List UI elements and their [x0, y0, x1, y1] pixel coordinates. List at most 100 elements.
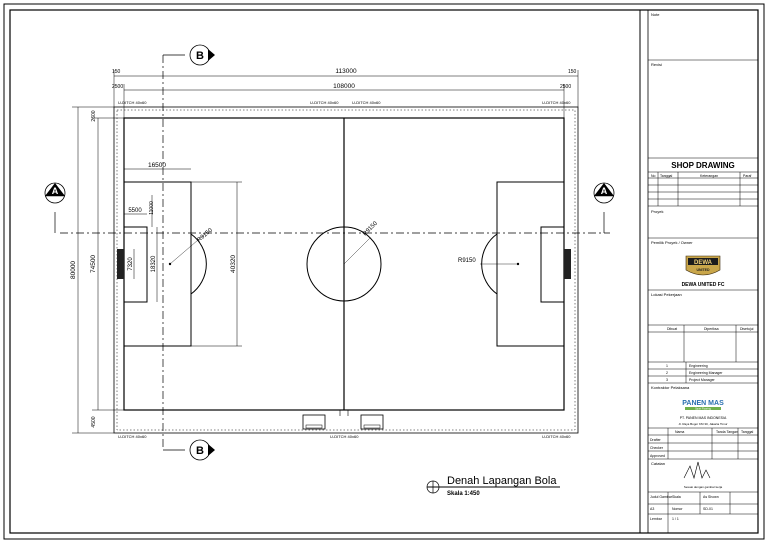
- logo-text-united: UNITED: [696, 268, 710, 272]
- tb-approval-h3: Tanggal: [741, 430, 753, 434]
- tb-row3-b: Project Manager: [689, 378, 716, 382]
- tb-contractor-name: PT. PANEN MAS INDONESIA: [680, 416, 727, 420]
- tb-info-3b: 1 / 1: [672, 517, 679, 521]
- title-block-texts: Note Revisi SHOP DRAWING No Tanggal Kete…: [650, 12, 754, 521]
- left-goal: [117, 249, 124, 279]
- tb-row1-a: 1: [666, 364, 668, 368]
- tb-row2-a: 2: [666, 371, 668, 375]
- inner-frame: [9, 9, 759, 534]
- section-marker-left: A: [44, 182, 66, 204]
- dim-top-right-margin: 150: [568, 69, 577, 75]
- tb-info-1a: Judul Gambar: [650, 495, 673, 499]
- dim-top-right-inner-margin: 2500: [560, 84, 571, 90]
- dim-small-label: 11000: [149, 201, 155, 215]
- dim-top-left-margin: 150: [112, 69, 121, 75]
- section-marker-right: A: [593, 182, 615, 204]
- ditch-label-top-mid-left: U-DITCH 40x60: [310, 100, 339, 105]
- dugout-right-bench: [363, 424, 381, 429]
- ditch-label-bottom-left: U-DITCH 40x60: [118, 434, 147, 439]
- right-goal-area: [540, 226, 565, 303]
- tb-project-label: Proyek: [651, 209, 663, 214]
- section-marker-top: B: [189, 44, 215, 66]
- tb-rev-sign: Paraf: [743, 174, 751, 178]
- logo-band: [688, 258, 718, 265]
- tb-approval-r3: Approved: [650, 454, 665, 458]
- tb-revision-label: Revisi: [651, 62, 662, 67]
- marker-right-arrow: [594, 183, 614, 196]
- center-radius-line: [343, 237, 371, 265]
- dugout-left: [302, 414, 326, 430]
- dugout-left-bench: [305, 424, 323, 429]
- marker-left-arrow: [45, 183, 65, 196]
- tb-info-2b: Nomor: [672, 507, 683, 511]
- contractor-tagline: Sport Flooring: [695, 408, 711, 411]
- tb-info-2a: A3: [650, 507, 654, 511]
- right-goal: [564, 249, 571, 279]
- tb-approval-r1: Drafter: [650, 438, 662, 442]
- tb-approval-h2: Tanda Tangan: [716, 430, 738, 434]
- tb-approval-r2: Checker: [650, 446, 664, 450]
- field-outer-boundary: [113, 106, 579, 434]
- dimension-lines: [72, 70, 579, 434]
- marker-bottom-arrow: [208, 444, 215, 456]
- dim-left-bottom-margin: 4500: [91, 416, 97, 427]
- left-penalty-arc: [190, 233, 207, 295]
- tb-info-1c: As Shown: [703, 495, 719, 499]
- ditch-label-top-left: U-DITCH 40x60: [118, 100, 147, 105]
- tb-info-3a: Lembar: [650, 517, 663, 521]
- tb-note-label: Note: [651, 12, 660, 17]
- center-circle: [306, 226, 382, 302]
- tb-contractor-address: Jl. Raya Bogor KM 30, Jakarta Timur: [678, 422, 727, 426]
- tb-info-2c: SD-01: [703, 507, 713, 511]
- tb-owner-label: Pemilik Proyek / Owner: [651, 240, 693, 245]
- dim-right-arc-radius: R9150: [458, 258, 476, 264]
- tb-row1-b: Engineering: [689, 364, 708, 368]
- dim-left-inner: 74500: [90, 255, 97, 273]
- dim-left-total: 80000: [70, 261, 77, 279]
- ditch-label-bottom-center: U-DITCH 40x60: [330, 434, 359, 439]
- dugout-right: [360, 414, 384, 430]
- dim-left-top-margin: 2600: [91, 110, 97, 121]
- ditch-label-group: U-DITCH 40x60 U-DITCH 40x60 U-DITCH 40x6…: [118, 100, 571, 439]
- ditch-label-top-right: U-DITCH 40x60: [542, 100, 571, 105]
- section-marker-top-label: B: [196, 50, 204, 62]
- tb-rev-desc: Keterangan: [700, 174, 718, 178]
- dim-goal-height: 7320: [128, 257, 134, 271]
- drawing-title-block: Denah Lapangan Bola Skala 1:450: [426, 475, 560, 497]
- dim-center-circle-radius: R9150: [362, 220, 379, 237]
- dim-top-left-inner-margin: 2500: [112, 84, 123, 90]
- u-ditch-line: [116, 109, 576, 431]
- left-arc-radius-line: [169, 233, 206, 265]
- marker-top-arrow: [208, 49, 215, 61]
- tb-table-h2: Diperiksa: [704, 327, 719, 331]
- tb-shop-drawing: SHOP DRAWING: [671, 161, 734, 170]
- drawing-scale: Skala 1:450: [447, 491, 480, 497]
- tb-rev-date: Tanggal: [660, 174, 672, 178]
- signature-path: [683, 461, 711, 480]
- tb-owner-name: DEWA UNITED FC: [682, 282, 725, 288]
- tb-sign-label: Catatan: [651, 461, 665, 466]
- tb-approval-h1: Nama: [675, 430, 684, 434]
- dim-goal-area-width: 5500: [128, 208, 142, 214]
- tb-row2-b: Engineering Manager: [689, 371, 723, 375]
- drawing-title: Denah Lapangan Bola: [447, 475, 557, 487]
- tb-table-h3: Disetujui: [740, 327, 754, 331]
- field-plan: [113, 106, 579, 434]
- tb-location-label: Lokasi Pekerjaan: [651, 292, 682, 297]
- dim-left-arc-radius: R9150: [196, 227, 214, 243]
- tb-stamp-text: Sesuai dengan gambar kerja: [684, 485, 723, 489]
- logo-text-dewa: DEWA: [694, 260, 713, 266]
- title-block: [639, 10, 758, 533]
- dim-top-total: 113000: [335, 68, 357, 75]
- section-cut-lines: [54, 54, 610, 451]
- ditch-label-bottom-right: U-DITCH 40x60: [542, 434, 571, 439]
- panen-mas-logo: PANEN MAS Sport Flooring: [682, 400, 724, 411]
- dim-top-inner: 108000: [333, 83, 355, 90]
- ditch-label-top-center: U-DITCH 40x60: [352, 100, 381, 105]
- signature-mark: [683, 461, 711, 480]
- dim-goal-area-height: 18320: [151, 255, 157, 272]
- dewa-united-logo: DEWA UNITED DEWA UNITED FC: [682, 255, 725, 288]
- outer-frame: [3, 3, 765, 540]
- section-marker-left-label: A: [52, 186, 59, 196]
